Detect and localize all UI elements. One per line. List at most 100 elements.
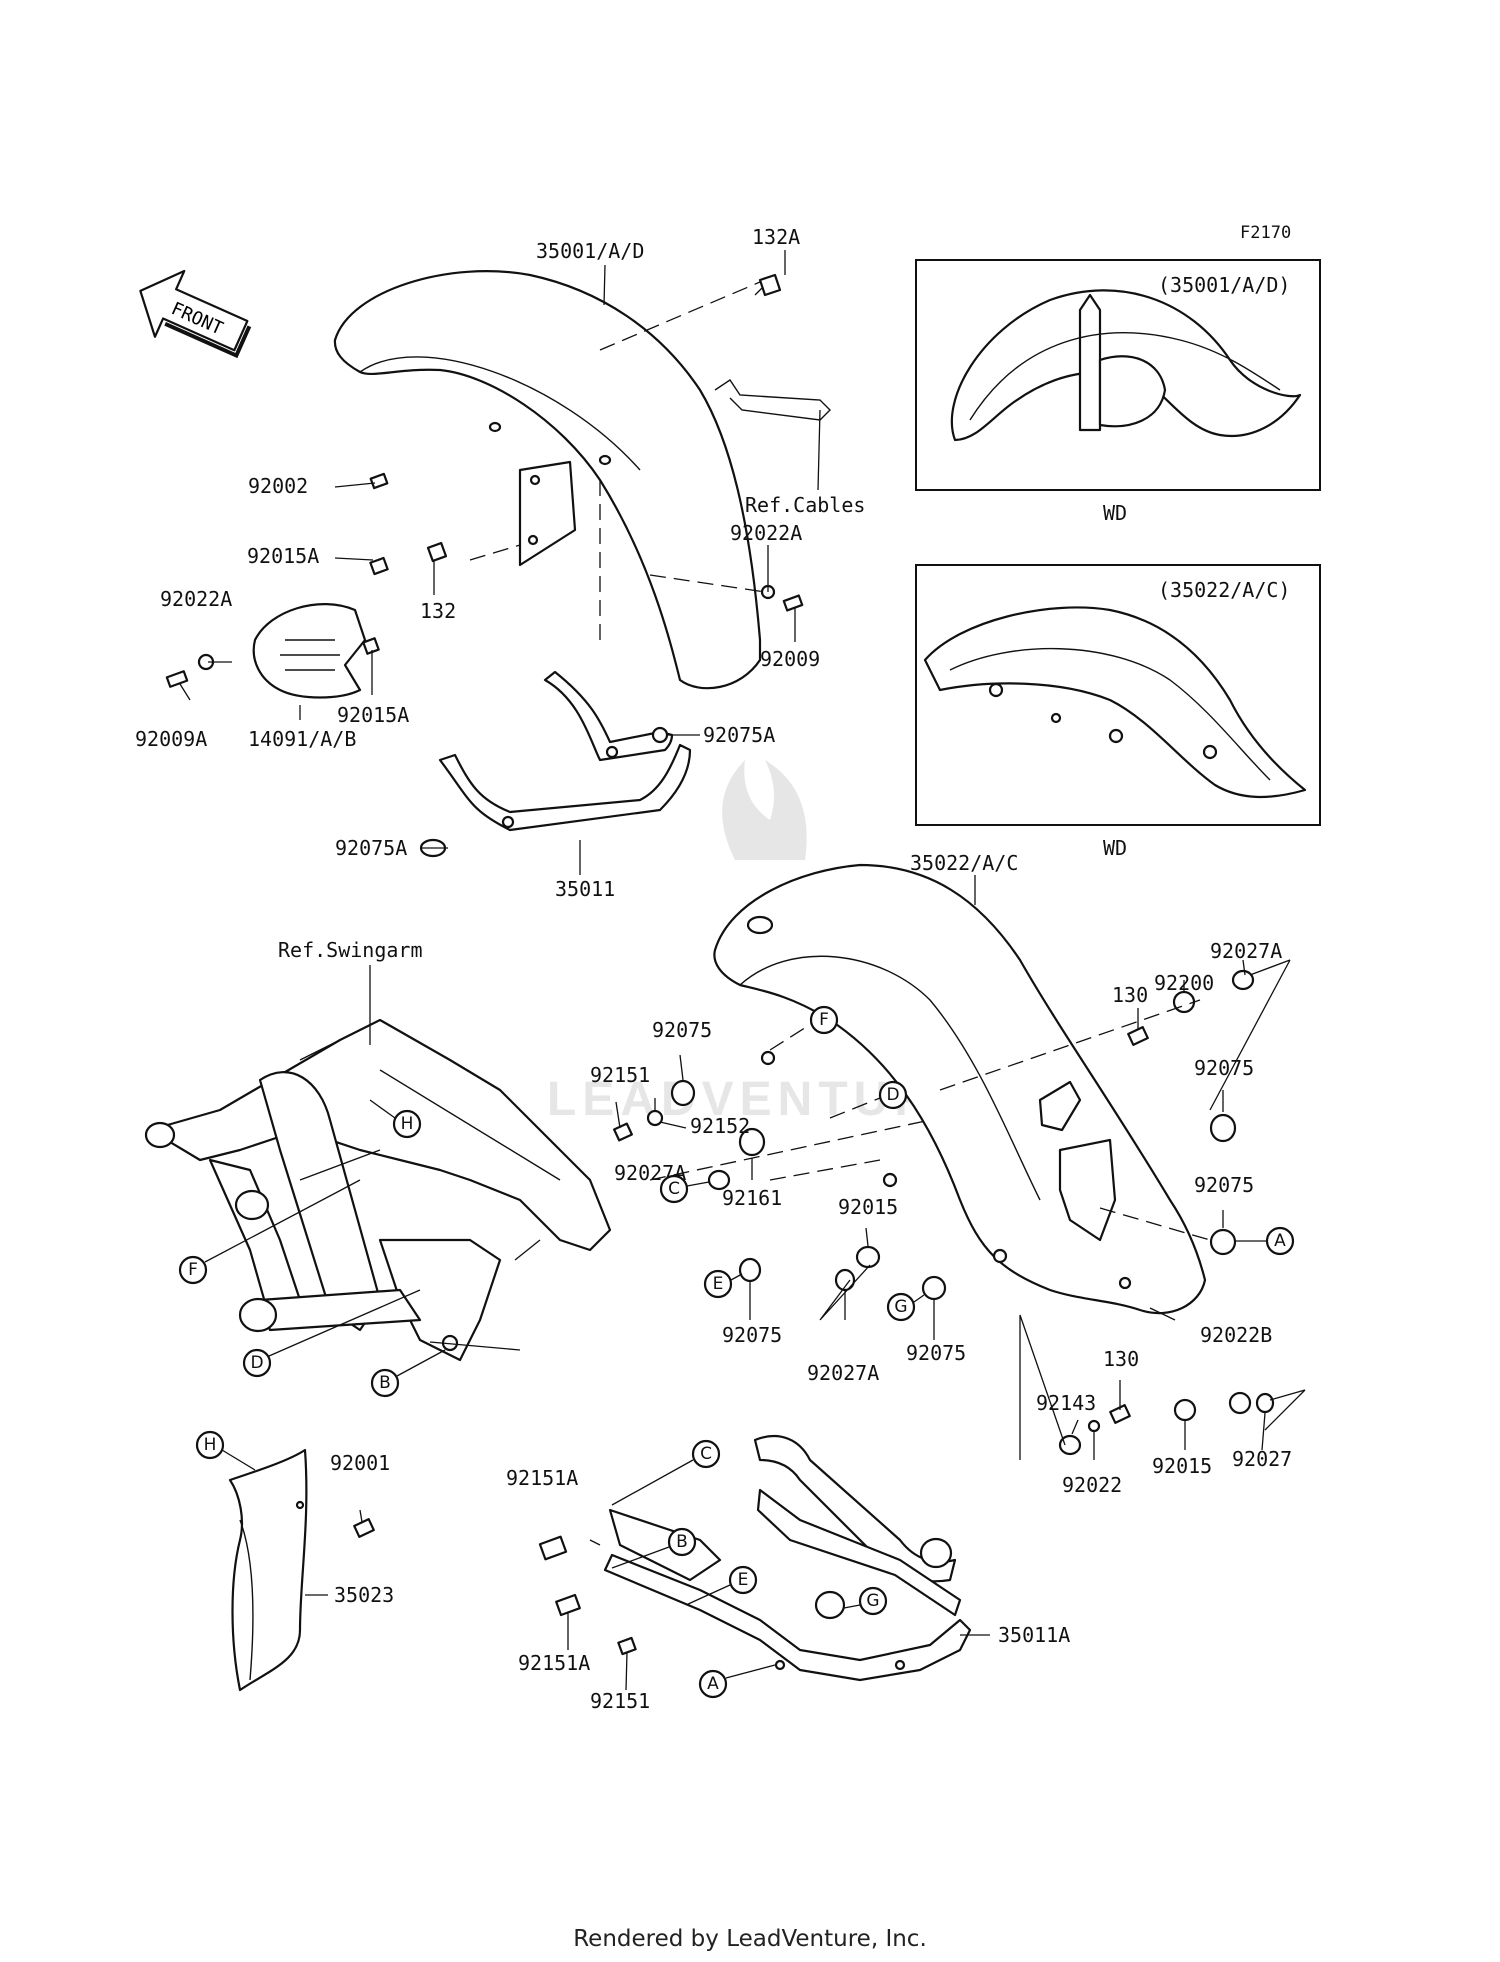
callout-D-rear-leader bbox=[829, 1097, 881, 1119]
inset-rear-ref: (35022/A/C) bbox=[1158, 578, 1290, 602]
figure-code: F2170 bbox=[1240, 223, 1291, 243]
label-35011: 35011 bbox=[555, 877, 615, 901]
leader-lines bbox=[179, 250, 1306, 1691]
damper-92075-G bbox=[921, 1275, 947, 1301]
ref-cables: Ref.Cables bbox=[745, 493, 865, 517]
front-fender-brace bbox=[438, 670, 692, 832]
bolt-132 bbox=[426, 541, 448, 563]
rear-hardware bbox=[613, 969, 1275, 1456]
label-92009A: 92009A bbox=[135, 727, 207, 751]
svg-text:B: B bbox=[379, 1373, 391, 1393]
front-cover bbox=[252, 603, 367, 699]
callout-G-brace-leader bbox=[843, 1604, 861, 1609]
label-92075-G: 92075 bbox=[906, 1341, 966, 1365]
leader-92009 bbox=[649, 574, 766, 593]
callout-G-brace: G bbox=[858, 1586, 888, 1616]
leader-132A bbox=[599, 281, 761, 351]
callout-G-rear-leader bbox=[913, 1294, 925, 1303]
leader-ref-cables bbox=[817, 409, 821, 491]
label-92015-low: 92015 bbox=[1152, 1454, 1212, 1478]
bolt-92002 bbox=[369, 472, 389, 490]
label-92022B: 92022B bbox=[1200, 1323, 1272, 1347]
label-92075-mid: 92075 bbox=[1194, 1173, 1254, 1197]
callout-B-brace-leader bbox=[611, 1546, 670, 1569]
label-132A: 132A bbox=[752, 225, 800, 249]
footer-credit: Rendered by LeadVenture, Inc. bbox=[573, 1926, 927, 1952]
label-92009: 92009 bbox=[760, 647, 820, 671]
label-92200: 92200 bbox=[1154, 971, 1214, 995]
svg-text:G: G bbox=[866, 1591, 879, 1611]
inset-front-fender: (35001/A/D) WD bbox=[915, 259, 1321, 525]
callout-A-rear: A bbox=[1265, 1226, 1295, 1256]
damper-92027A-top bbox=[1231, 969, 1255, 991]
nut-92015-mid bbox=[855, 1245, 881, 1269]
grommet-92075A-right bbox=[651, 726, 669, 744]
label-92027A-top: 92027A bbox=[1210, 939, 1282, 963]
label-92075-tr: 92075 bbox=[1194, 1056, 1254, 1080]
callout-C-brace-leader bbox=[611, 1459, 694, 1506]
callout-B-swingarm: B bbox=[370, 1368, 400, 1398]
leader-A bbox=[1099, 1207, 1211, 1241]
callouts: F D C E G A H F D B H C B E G A bbox=[178, 1005, 1295, 1699]
callout-B-swingarm-leader bbox=[396, 1349, 446, 1377]
ref-swingarm: Ref.Swingarm bbox=[278, 938, 423, 962]
callout-E-brace: E bbox=[728, 1565, 758, 1595]
svg-text:F: F bbox=[188, 1260, 198, 1280]
svg-text:B: B bbox=[676, 1532, 688, 1552]
callout-A-brace-leader bbox=[725, 1664, 776, 1679]
label-92027: 92027 bbox=[1232, 1447, 1292, 1471]
bolt-92151A-low bbox=[555, 1593, 581, 1617]
svg-text:H: H bbox=[204, 1435, 217, 1455]
part-labels: 35001/A/D 132A 92002 92015A 92022A 132 9… bbox=[135, 225, 1292, 1713]
rear-fender-brace bbox=[603, 1435, 972, 1682]
bolt-92015A-low bbox=[362, 637, 380, 655]
label-92151-top: 92151 bbox=[590, 1063, 650, 1087]
label-92075-F: 92075 bbox=[652, 1018, 712, 1042]
callout-E-rear: E bbox=[703, 1269, 733, 1299]
damper-92075-mid bbox=[1209, 1228, 1237, 1256]
washer-92022B bbox=[1228, 1391, 1252, 1415]
mud-flap bbox=[228, 1448, 308, 1692]
label-92161: 92161 bbox=[722, 1186, 782, 1210]
label-92015A-top: 92015A bbox=[247, 544, 319, 568]
label-130-low: 130 bbox=[1103, 1347, 1139, 1371]
front-arrow: FRONT bbox=[139, 269, 252, 359]
callout-F-swingarm: F bbox=[178, 1255, 208, 1285]
bolt-130-low bbox=[1109, 1404, 1131, 1424]
callout-F-rear-leader bbox=[769, 1023, 812, 1051]
label-92075A-left: 92075A bbox=[335, 836, 407, 860]
svg-text:C: C bbox=[700, 1444, 712, 1464]
nut-92143 bbox=[1058, 1434, 1082, 1456]
svg-text:G: G bbox=[894, 1297, 907, 1317]
label-92151A-low: 92151A bbox=[518, 1651, 590, 1675]
label-92075-E: 92075 bbox=[722, 1323, 782, 1347]
callout-E-rear-leader bbox=[730, 1273, 743, 1281]
svg-text:A: A bbox=[1274, 1231, 1286, 1251]
spacer-C bbox=[707, 1169, 731, 1191]
inset-rear-caption: WD bbox=[1103, 836, 1127, 860]
label-92015-mid: 92015 bbox=[838, 1195, 898, 1219]
svg-text:F: F bbox=[819, 1010, 829, 1030]
front-fender bbox=[333, 270, 762, 690]
label-92151A-top: 92151A bbox=[506, 1466, 578, 1490]
label-92027A-low: 92027A bbox=[807, 1361, 879, 1385]
leader-92161 bbox=[769, 1159, 881, 1181]
label-92002: 92002 bbox=[248, 474, 308, 498]
svg-text:E: E bbox=[738, 1570, 749, 1590]
callout-A-brace: A bbox=[698, 1669, 728, 1699]
collar-92152 bbox=[646, 1109, 664, 1127]
damper-92027 bbox=[1255, 1392, 1275, 1414]
bolt-92009 bbox=[782, 594, 804, 612]
damper-92075-tr bbox=[1209, 1113, 1237, 1143]
callout-C-rear-leader bbox=[686, 1181, 710, 1187]
nut-92015-low bbox=[1173, 1398, 1197, 1422]
label-92022A-left: 92022A bbox=[160, 587, 232, 611]
callout-D-rear: D bbox=[878, 1080, 908, 1110]
callout-H-flap-leader bbox=[221, 1449, 256, 1471]
bolt-130-top bbox=[1127, 1026, 1149, 1046]
bolt-92015A-top bbox=[369, 556, 389, 576]
svg-text:A: A bbox=[707, 1674, 719, 1694]
svg-text:C: C bbox=[668, 1179, 680, 1199]
label-130-top: 130 bbox=[1112, 983, 1148, 1007]
rear-fender bbox=[713, 863, 1207, 1315]
